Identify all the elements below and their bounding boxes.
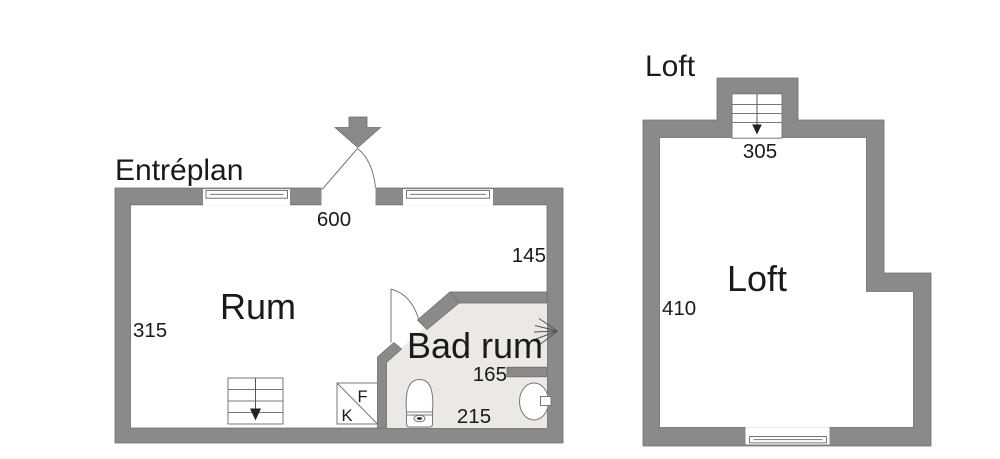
stairs-icon: [227, 377, 284, 425]
loft-floorplan: Loft 305 Loft 410: [642, 50, 932, 447]
room-label-loft: Loft: [727, 258, 787, 299]
entreplan-title: Entréplan: [115, 154, 243, 187]
window-icon: [203, 189, 290, 206]
dim-600: 600: [317, 208, 351, 231]
entry-door-swing: [321, 148, 376, 190]
dim-145: 145: [512, 244, 546, 267]
window-icon: [403, 189, 493, 206]
dim-315: 315: [133, 319, 167, 342]
closet-fk: F K: [336, 382, 378, 425]
dim-305: 305: [743, 140, 777, 163]
loft-walls: [642, 77, 932, 447]
bathroom-side-wall: [377, 341, 403, 429]
closet-label-f: F: [357, 388, 367, 406]
bathroom-stub-wall: [506, 366, 548, 378]
entry-door-opening: [321, 186, 376, 207]
window-icon: [745, 427, 830, 445]
closet-label-k: K: [341, 407, 352, 425]
toilet-icon: [405, 378, 434, 428]
room-label-rum: Rum: [220, 286, 296, 327]
entry-arrow-icon: [333, 116, 382, 149]
bathroom-door-swing: [390, 288, 419, 343]
sink-icon: [519, 382, 552, 421]
entreplan-floorplan: F K Entréplan 600 145 Rum 315 Bad rum 16…: [114, 116, 564, 444]
shower-icon: [533, 318, 558, 345]
bathroom-top-wall: [449, 291, 548, 304]
dim-165: 165: [473, 363, 507, 386]
room-label-badrum: Bad rum: [407, 325, 543, 366]
stairs-icon: [731, 93, 783, 139]
dim-410: 410: [662, 297, 696, 320]
loft-title: Loft: [645, 50, 696, 83]
bathroom-diagonal-wall: [416, 291, 460, 331]
dim-215: 215: [457, 405, 491, 428]
